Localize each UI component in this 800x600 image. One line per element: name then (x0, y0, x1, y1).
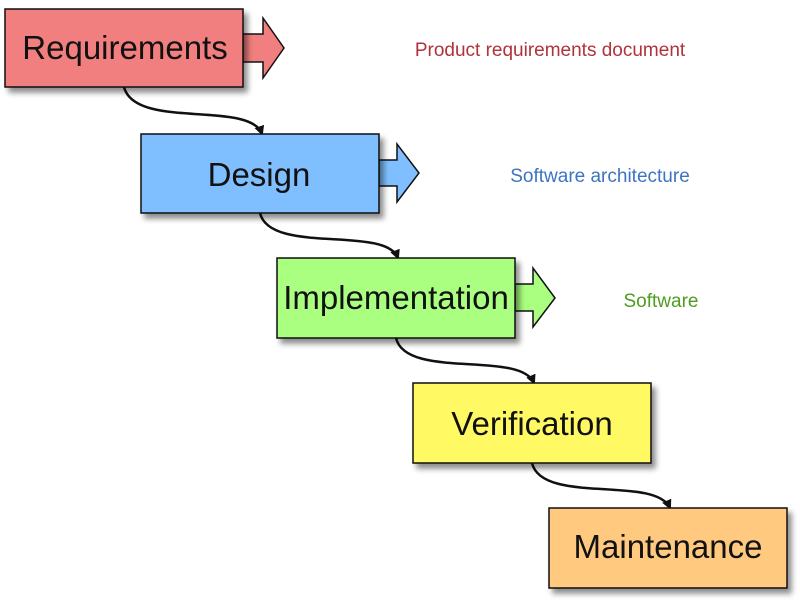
stage-box-implementation (276, 257, 516, 339)
stage-label-verification: Verification (451, 405, 612, 442)
stage-box-requirements (4, 8, 244, 88)
output-arrow-requirements (242, 15, 285, 81)
output-arrow-implementation (514, 265, 556, 330)
output-labels: Product requirements document Software a… (415, 40, 699, 312)
stage-implementation: Implementation (276, 257, 516, 339)
connector-requirements-to-design (122, 86, 265, 136)
output-label-design: Software architecture (510, 166, 690, 187)
output-arrows (242, 15, 556, 330)
stage-design: Design (140, 133, 380, 214)
stage-label-implementation: Implementation (283, 279, 509, 316)
output-arrow-design (378, 141, 420, 205)
stage-requirements: Requirements (4, 8, 244, 88)
stage-box-maintenance (548, 507, 788, 589)
stage-box-design (140, 133, 380, 214)
stage-label-requirements: Requirements (22, 29, 227, 66)
flow-connectors (122, 86, 672, 510)
output-label-requirements: Product requirements document (415, 40, 686, 61)
connector-implementation-to-verification (394, 337, 536, 385)
stage-label-design: Design (208, 156, 311, 193)
stage-verification: Verification (412, 382, 652, 464)
stage-box-verification (412, 382, 652, 464)
stage-maintenance: Maintenance (548, 507, 788, 589)
stage-label-maintenance: Maintenance (574, 528, 763, 565)
stage-boxes: Requirements Design Implementation Verif… (4, 8, 788, 589)
connector-verification-to-maintenance (530, 462, 672, 510)
connector-design-to-implementation (258, 212, 400, 260)
output-label-implementation: Software (624, 291, 699, 312)
